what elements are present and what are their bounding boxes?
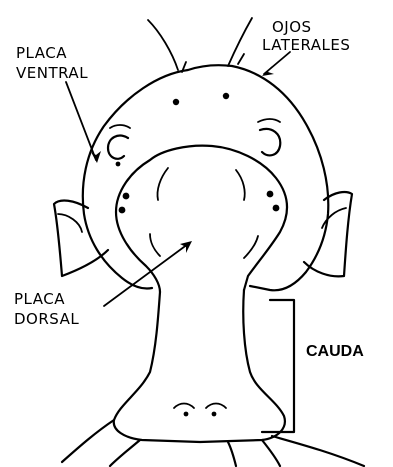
label-placa-ventral-1: PLACA [16, 44, 67, 62]
leg-right-1 [272, 436, 364, 466]
spot [116, 162, 121, 167]
label-placa-ventral-2: VENTRAL [16, 64, 88, 82]
label-placa-dorsal-2: DORSAL [14, 310, 79, 328]
spot [184, 412, 189, 417]
left-eye-curl [108, 136, 128, 159]
suture-left-1 [157, 168, 168, 200]
left-lateral-lobe [54, 201, 108, 276]
spot [119, 207, 126, 214]
right-eye-curl [260, 129, 280, 155]
ojos-laterales-arrow [262, 52, 290, 76]
leg-left-2 [110, 440, 140, 466]
placa-ventral-arrow [66, 82, 101, 163]
cauda-bracket [262, 300, 294, 432]
spot [223, 93, 229, 99]
dorsal-plate-outline [116, 146, 287, 292]
spot [273, 205, 280, 212]
spot [123, 193, 130, 200]
leg-center [228, 442, 236, 466]
suture-right-2 [244, 236, 258, 258]
label-cauda: CAUDA [306, 343, 364, 360]
left-antenna [148, 20, 178, 70]
suture-right-1 [236, 170, 245, 200]
spot [212, 412, 217, 417]
left-lobe-detail [58, 214, 82, 232]
left-brow [110, 125, 130, 128]
ventral-plate-outline [83, 65, 328, 290]
spot [267, 191, 274, 198]
label-laterales: LATERALES [262, 36, 350, 54]
spot [173, 99, 179, 105]
leg-left-1 [62, 420, 114, 462]
label-ojos: OJOS [272, 18, 312, 36]
cauda-outline [114, 290, 285, 442]
cauda-tip-left [174, 404, 194, 409]
cauda-tip-right [206, 404, 226, 409]
suture-left-2 [150, 234, 160, 256]
right-brow [258, 119, 280, 122]
leg-right-2 [262, 440, 280, 466]
label-placa-dorsal-1: PLACA [14, 290, 65, 308]
right-antenna [228, 18, 252, 66]
